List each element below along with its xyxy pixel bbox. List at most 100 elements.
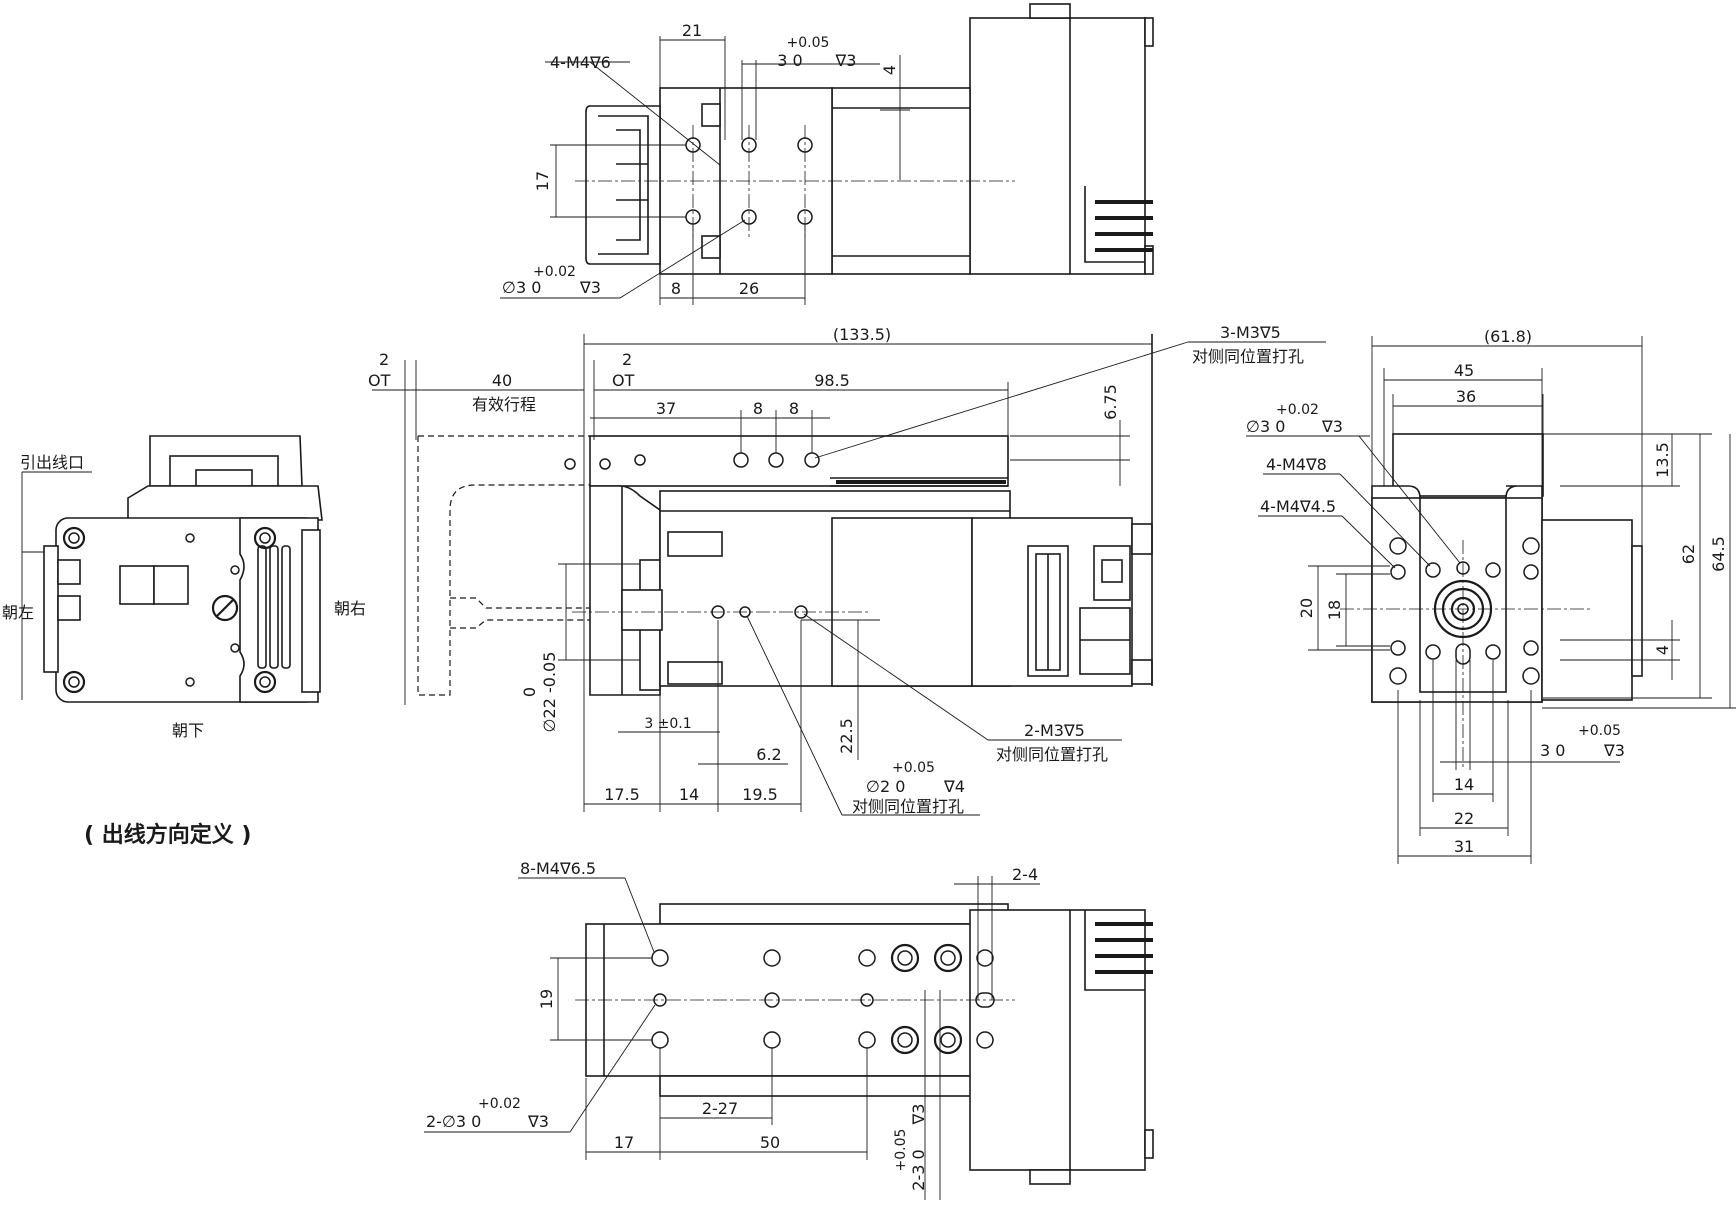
- callout-top-m4: 4-M4∇6: [550, 53, 611, 72]
- dim-top-pin-dia: ∅3 0: [502, 278, 541, 297]
- front-hole: [1523, 564, 1539, 580]
- side-rail-hatch: [836, 480, 1006, 484]
- bottom-hole: [651, 949, 669, 967]
- bottom-screw: [890, 943, 920, 973]
- dim-front-64-5: 64.5: [1709, 536, 1728, 572]
- dim-side-2-left: 2: [379, 350, 389, 369]
- cable-view-screw: [211, 594, 239, 622]
- dim-side-pin2-dia: ∅2 0: [866, 777, 905, 796]
- front-hole: [1485, 562, 1501, 578]
- dim-side-pin2-tol: +0.05: [892, 760, 935, 776]
- cable-direction-view: 引出线口 朝左 朝右 朝下 ( 出线方向定义 ): [2, 435, 366, 848]
- side-rail-hole: [733, 452, 749, 468]
- dim-top-8: 8: [671, 279, 681, 298]
- front-hole: [1485, 644, 1501, 660]
- dim-side-37: 37: [656, 399, 676, 418]
- front-hole: [1522, 667, 1540, 685]
- dim-front-13-5: 13.5: [1653, 442, 1672, 478]
- dim-top-26: 26: [739, 279, 759, 298]
- dim-bottom-slot-tol: +0.05: [893, 1129, 909, 1172]
- dim-bottom-2-27: 2-27: [702, 1099, 738, 1118]
- front-hole: [1425, 644, 1441, 660]
- dim-top-17: 17: [533, 171, 552, 191]
- dim-front-slot: 3 0: [1540, 741, 1565, 760]
- dim-front-slot-depth: ∇3: [1603, 741, 1625, 760]
- cable-view-fins: [257, 545, 291, 669]
- label-cable-down: 朝下: [172, 721, 204, 740]
- dim-front-pin-depth: ∇3: [1321, 417, 1343, 436]
- dim-side-8b: 8: [789, 399, 799, 418]
- bottom-view: 8-M4∇6.5 2-4 19 +0.02 2-∅3 0 ∇3 2-27 17 …: [424, 859, 1154, 1200]
- side-gearbox: [831, 517, 973, 687]
- dim-front-pin-tol: +0.02: [1276, 402, 1319, 418]
- callout-front-m4-8: 4-M4∇8: [1266, 455, 1327, 474]
- callout-side-m3-3: 3-M3∇5: [1220, 323, 1281, 342]
- dim-top-30: 3 0: [777, 51, 802, 70]
- dim-side-2-right: 2: [622, 350, 632, 369]
- dim-bottom-pin-dia: 2-∅3 0: [426, 1112, 481, 1131]
- side-connector-main: [1027, 545, 1069, 677]
- dim-side-40: 40: [492, 371, 512, 390]
- side-connector-aux: [1079, 545, 1131, 675]
- front-hole: [1390, 564, 1406, 580]
- dim-front-61-8: (61.8): [1484, 327, 1532, 346]
- bottom-hole: [976, 1031, 994, 1049]
- callout-side-m3-2-note: 对侧同位置打孔: [996, 745, 1108, 764]
- top-nose: [585, 105, 661, 265]
- dim-front-4: 4: [1653, 645, 1672, 655]
- dim-front-pin-dia: ∅3 0: [1246, 417, 1285, 436]
- dim-side-ot-left: OT: [368, 371, 391, 390]
- dim-side-6-75: 6.75: [1101, 384, 1120, 420]
- label-cable-left: 朝左: [2, 603, 34, 622]
- side-stroke-envelope: [417, 435, 590, 696]
- dim-side-17-5: 17.5: [604, 785, 640, 804]
- dim-front-18: 18: [1325, 600, 1344, 620]
- dim-top-pin-depth: ∇3: [579, 278, 601, 297]
- dim-side-22: ∅22 -0.05: [540, 652, 559, 733]
- dim-top-21: 21: [682, 21, 702, 40]
- side-view: (133.5) 2 OT 40 有效行程 2 OT 98.5 37 8 8 6.…: [368, 323, 1326, 816]
- dim-bottom-2-4: 2-4: [1012, 865, 1038, 884]
- dim-bottom-50: 50: [760, 1133, 780, 1152]
- bottom-hole: [763, 1031, 781, 1049]
- dim-top-30-depth: ∇3: [835, 51, 857, 70]
- front-hole: [1523, 640, 1539, 656]
- front-hole: [1425, 562, 1441, 578]
- bottom-hole: [858, 1031, 876, 1049]
- label-cable-right: 朝右: [334, 599, 366, 618]
- bottom-motor: [969, 909, 1146, 1171]
- bottom-hole: [651, 1031, 669, 1049]
- side-rail-hole: [768, 452, 784, 468]
- bottom-cooling-fins: [1095, 922, 1153, 974]
- top-motor-housing: [969, 17, 1146, 275]
- dim-side-stroke-label: 有效行程: [472, 395, 536, 414]
- dim-bottom-pin-tol: +0.02: [478, 1096, 521, 1112]
- dim-top-4: 4: [880, 65, 899, 75]
- dim-top-30-tol: +0.05: [787, 35, 830, 51]
- bottom-hole: [976, 949, 994, 967]
- dim-side-98-5: 98.5: [814, 371, 850, 390]
- dim-side-pin2-depth: ∇4: [943, 777, 965, 796]
- dim-side-22-tol: 0: [520, 687, 539, 697]
- bottom-screw: [890, 1025, 920, 1055]
- callout-side-m3-3-note: 对侧同位置打孔: [1192, 347, 1304, 366]
- front-hole: [1389, 667, 1407, 685]
- dim-side-6-2: 6.2: [756, 745, 781, 764]
- dim-side-14: 14: [679, 785, 699, 804]
- dim-bottom-slot: 2-3 0: [909, 1149, 928, 1190]
- dim-bottom-slot-depth: ∇3: [909, 1104, 928, 1126]
- dim-side-pin2-note: 对侧同位置打孔: [852, 797, 964, 816]
- bottom-screw: [933, 943, 963, 973]
- dim-bottom-pin-depth: ∇3: [527, 1112, 549, 1131]
- front-motor-profile: [1541, 519, 1633, 701]
- side-rail-hole: [804, 452, 820, 468]
- front-hole: [1522, 537, 1540, 555]
- top-motor-cap: [1029, 3, 1071, 19]
- dim-front-45: 45: [1454, 361, 1474, 380]
- dim-side-22-5: 22.5: [837, 718, 856, 754]
- dim-bottom-17: 17: [614, 1133, 634, 1152]
- top-view: 21 +0.05 3 0 ∇3 4 4-M4∇6 17 +0.02 ∅3 0 ∇…: [500, 3, 1154, 305]
- dim-top-pin-tol: +0.02: [533, 264, 576, 280]
- front-hole: [1390, 640, 1406, 656]
